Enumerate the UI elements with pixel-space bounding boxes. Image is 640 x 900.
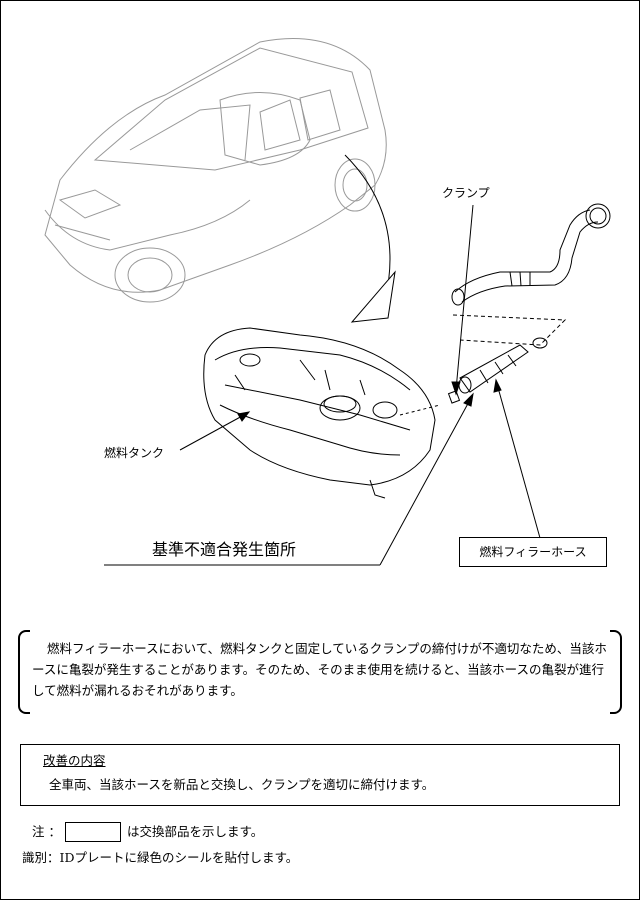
right-bracket (610, 630, 622, 714)
recall-diagram (44, 38, 611, 566)
clamp-label: クランプ (442, 186, 490, 200)
defect-location-label: 基準不適合発生箇所 (152, 540, 297, 559)
remedy-body: 全車両、当該ホースを新品と交換し、クランプを適切に締付けます。 (49, 777, 435, 792)
filler-hose-illustration (447, 344, 529, 404)
identification-text: 識別：IDプレートに緑色のシールを貼付します。 (22, 850, 299, 865)
fuel-tank-label: 燃料タンク (104, 446, 165, 460)
car-to-tank-arrow (344, 154, 396, 323)
defect-description: 燃料フィラーホースにおいて、燃料タンクと固定しているクランプの締付けが不適切なた… (18, 630, 622, 714)
replacement-part-legend-swatch (64, 822, 121, 842)
fuel-tank-illustration (203, 327, 441, 499)
remedy-box: 改善の内容 全車両、当該ホースを新品と交換し、クランプを適切に締付けます。 (20, 744, 620, 806)
car-illustration (44, 38, 387, 303)
note-line: 注 ： は交換部品を示します。 (32, 822, 263, 842)
left-bracket (18, 630, 30, 714)
note-suffix: は交換部品を示します。 (126, 824, 264, 839)
filler-hose-label: 燃料フィラーホース (459, 537, 607, 567)
filler-pipe-illustration (451, 203, 611, 349)
note-prefix: 注 ： (32, 824, 61, 839)
leader-lines (104, 204, 541, 566)
description-text: 燃料フィラーホースにおいて、燃料タンクと固定しているクランプの締付けが不適切なた… (32, 641, 607, 698)
remedy-title: 改善の内容 (43, 753, 106, 768)
